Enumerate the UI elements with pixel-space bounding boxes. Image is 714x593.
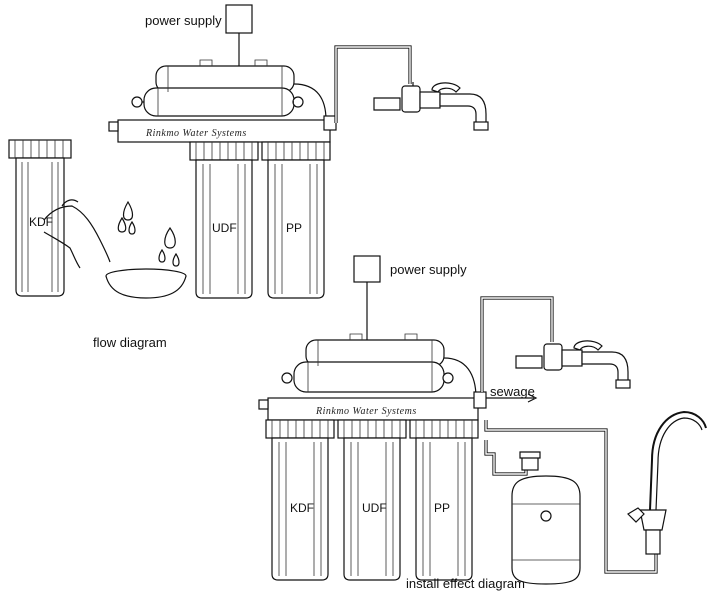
top-unit: power supply Rinkmo Water Systems — [108, 4, 489, 299]
drinking-faucet — [627, 410, 707, 555]
bottom-tap-connector — [515, 340, 631, 389]
top-filter-label-2: PP — [286, 221, 302, 235]
bottom-output-pipes — [484, 420, 658, 574]
top-power-supply: power supply — [145, 4, 253, 66]
flow-caption: flow diagram — [93, 335, 167, 350]
bottom-power-supply-label: power supply — [390, 262, 467, 277]
bottom-filter-pp: PP — [415, 437, 473, 581]
top-tap-connector — [373, 82, 489, 131]
top-feed-pipe — [334, 45, 412, 123]
bottom-filter-label-1: KDF — [290, 501, 314, 515]
sewage-outlet: sewage — [486, 384, 538, 403]
top-filter-label-1: UDF — [212, 221, 237, 235]
water-drops — [117, 200, 180, 267]
bottom-filter-label-2: UDF — [362, 501, 387, 515]
top-power-supply-label: power supply — [145, 13, 222, 28]
top-filter-pp: PP — [267, 159, 325, 299]
bottom-filter-label-3: PP — [434, 501, 450, 515]
top-brand-label: Rinkmo Water Systems — [145, 128, 247, 139]
bottom-brand-label: Rinkmo Water Systems — [315, 406, 417, 417]
top-filter-udf: UDF — [195, 159, 253, 299]
sewage-label: sewage — [490, 384, 535, 399]
bottom-power-supply: power supply — [353, 255, 467, 340]
install-caption: install effect diagram — [406, 576, 525, 591]
top-filter-caps — [189, 141, 331, 161]
bottom-unit: power supply Rinkmo Water Systems sewage — [258, 255, 707, 585]
loose-filter-housing: KDF — [8, 139, 72, 297]
bottom-filter-caps — [265, 419, 479, 439]
top-membrane-housing — [131, 59, 327, 121]
pressure-tank — [511, 451, 581, 585]
bottom-membrane-housing — [281, 333, 477, 399]
bottom-filter-kdf: KDF — [271, 437, 329, 581]
bowl — [105, 268, 187, 299]
top-bracket: Rinkmo Water Systems — [108, 115, 337, 143]
bottom-bracket: Rinkmo Water Systems — [258, 391, 487, 421]
loose-filter-label: KDF — [29, 215, 53, 229]
bottom-feed-pipe — [480, 296, 554, 392]
bottom-filter-udf: UDF — [343, 437, 401, 581]
hand — [43, 199, 111, 269]
